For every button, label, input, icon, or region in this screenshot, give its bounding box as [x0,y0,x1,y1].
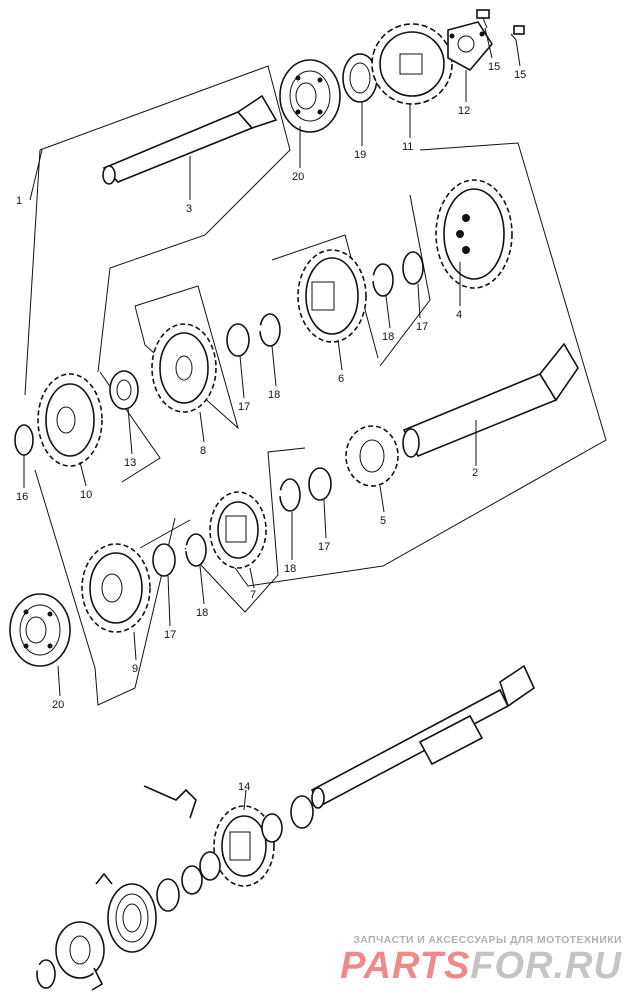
gear-9 [81,543,151,633]
callout-7: 7 [250,589,256,601]
sprocket-fixing-plate-12 [447,21,493,72]
kick-starter-gear-14 [213,805,275,887]
kick-return-spring [95,872,157,953]
group-outline-gear7 [184,447,306,613]
kick-washer-e [156,878,180,912]
callout-17c: 17 [318,541,330,553]
watermark-logo: PARTSFOR.RU [340,946,622,986]
gear-4 [435,179,513,289]
group-outline-lower-left [34,469,176,706]
gear-7 [209,491,267,569]
kick-washer-a [290,795,314,829]
callout-18a: 18 [382,331,394,343]
gear-10 [37,373,103,467]
callout-1: 1 [16,195,22,207]
group-outline-main-shaft [39,65,291,373]
callout-12: 12 [458,105,470,117]
gear-8 [151,323,217,413]
callout-18c: 18 [284,563,296,575]
group-outline-counter [214,142,607,587]
group-outline-gear9 [139,519,191,549]
callout-6: 6 [338,373,344,385]
callout-8: 8 [200,445,206,457]
group-outline-gear6 [271,234,379,359]
spring-guide [55,921,105,991]
washer-16 [14,424,34,456]
kickstarter-spindle [310,664,536,809]
watermark: ЗАПЧАСТИ И АКСЕССУАРЫ ДЛЯ МОТОТЕХНИКИ PA… [340,934,622,986]
watermark-logo-part-b: FOR.RU [470,945,622,987]
callout-15a: 15 [488,61,500,73]
washer-17-lower [152,543,176,577]
callout-16: 16 [16,491,28,503]
callout-2: 2 [472,467,478,479]
gear-6 [297,249,367,343]
bolt-15a [476,9,490,29]
gear-5 [345,425,399,487]
callout-13: 13 [124,457,136,469]
drive-sprocket-11 [371,23,453,105]
watermark-tagline: ЗАПЧАСТИ И АКСЕССУАРЫ ДЛЯ МОТОТЕХНИКИ [353,934,622,946]
kick-washer-c [199,851,221,881]
group-outline-shaft-left [24,149,41,396]
counter-shaft-2 [402,342,579,458]
washer-17-upper-left [226,323,250,357]
callout-17d: 17 [164,629,176,641]
group-outline-gear4 [379,194,431,367]
main-shaft-3 [102,94,278,185]
callout-9: 9 [132,663,138,675]
leader-lines [23,27,521,811]
callout-14: 14 [238,781,250,793]
callout-11: 11 [402,141,413,153]
kick-washer-d [181,865,203,895]
kick-washer-b [261,813,283,843]
callout-18d: 18 [196,607,208,619]
callout-19: 19 [354,149,366,161]
watermark-logo-part-a: PARTS [340,945,471,987]
callout-17b: 17 [238,401,250,413]
bearing-20-lower [9,593,71,667]
washer-17-middle [308,467,332,501]
circlip-bottom [36,959,56,989]
ratchet-spring-clip [143,785,197,819]
circlip-18-upper-right [372,263,394,297]
callout-18b: 18 [268,389,280,401]
bushing-13 [109,370,139,410]
bearing-20-top [279,59,341,133]
callout-3: 3 [186,203,192,215]
callout-5: 5 [380,515,386,527]
callout-10: 10 [80,489,92,501]
bolt-15b [510,25,525,41]
callout-20a: 20 [292,171,304,183]
callout-numbers: 1 2 3 4 5 6 7 8 9 10 11 12 13 14 15 15 1… [16,61,526,793]
washer-17-upper-right [402,251,424,285]
group-outline-gear8 [134,285,239,430]
circlip-18-middle [279,478,301,512]
circlip-18-upper-left [259,313,281,347]
callout-20b: 20 [52,699,64,711]
circlip-18-lower [185,533,207,567]
callout-17a: 17 [416,321,428,333]
callout-4: 4 [456,309,462,321]
callout-15b: 15 [514,69,526,81]
